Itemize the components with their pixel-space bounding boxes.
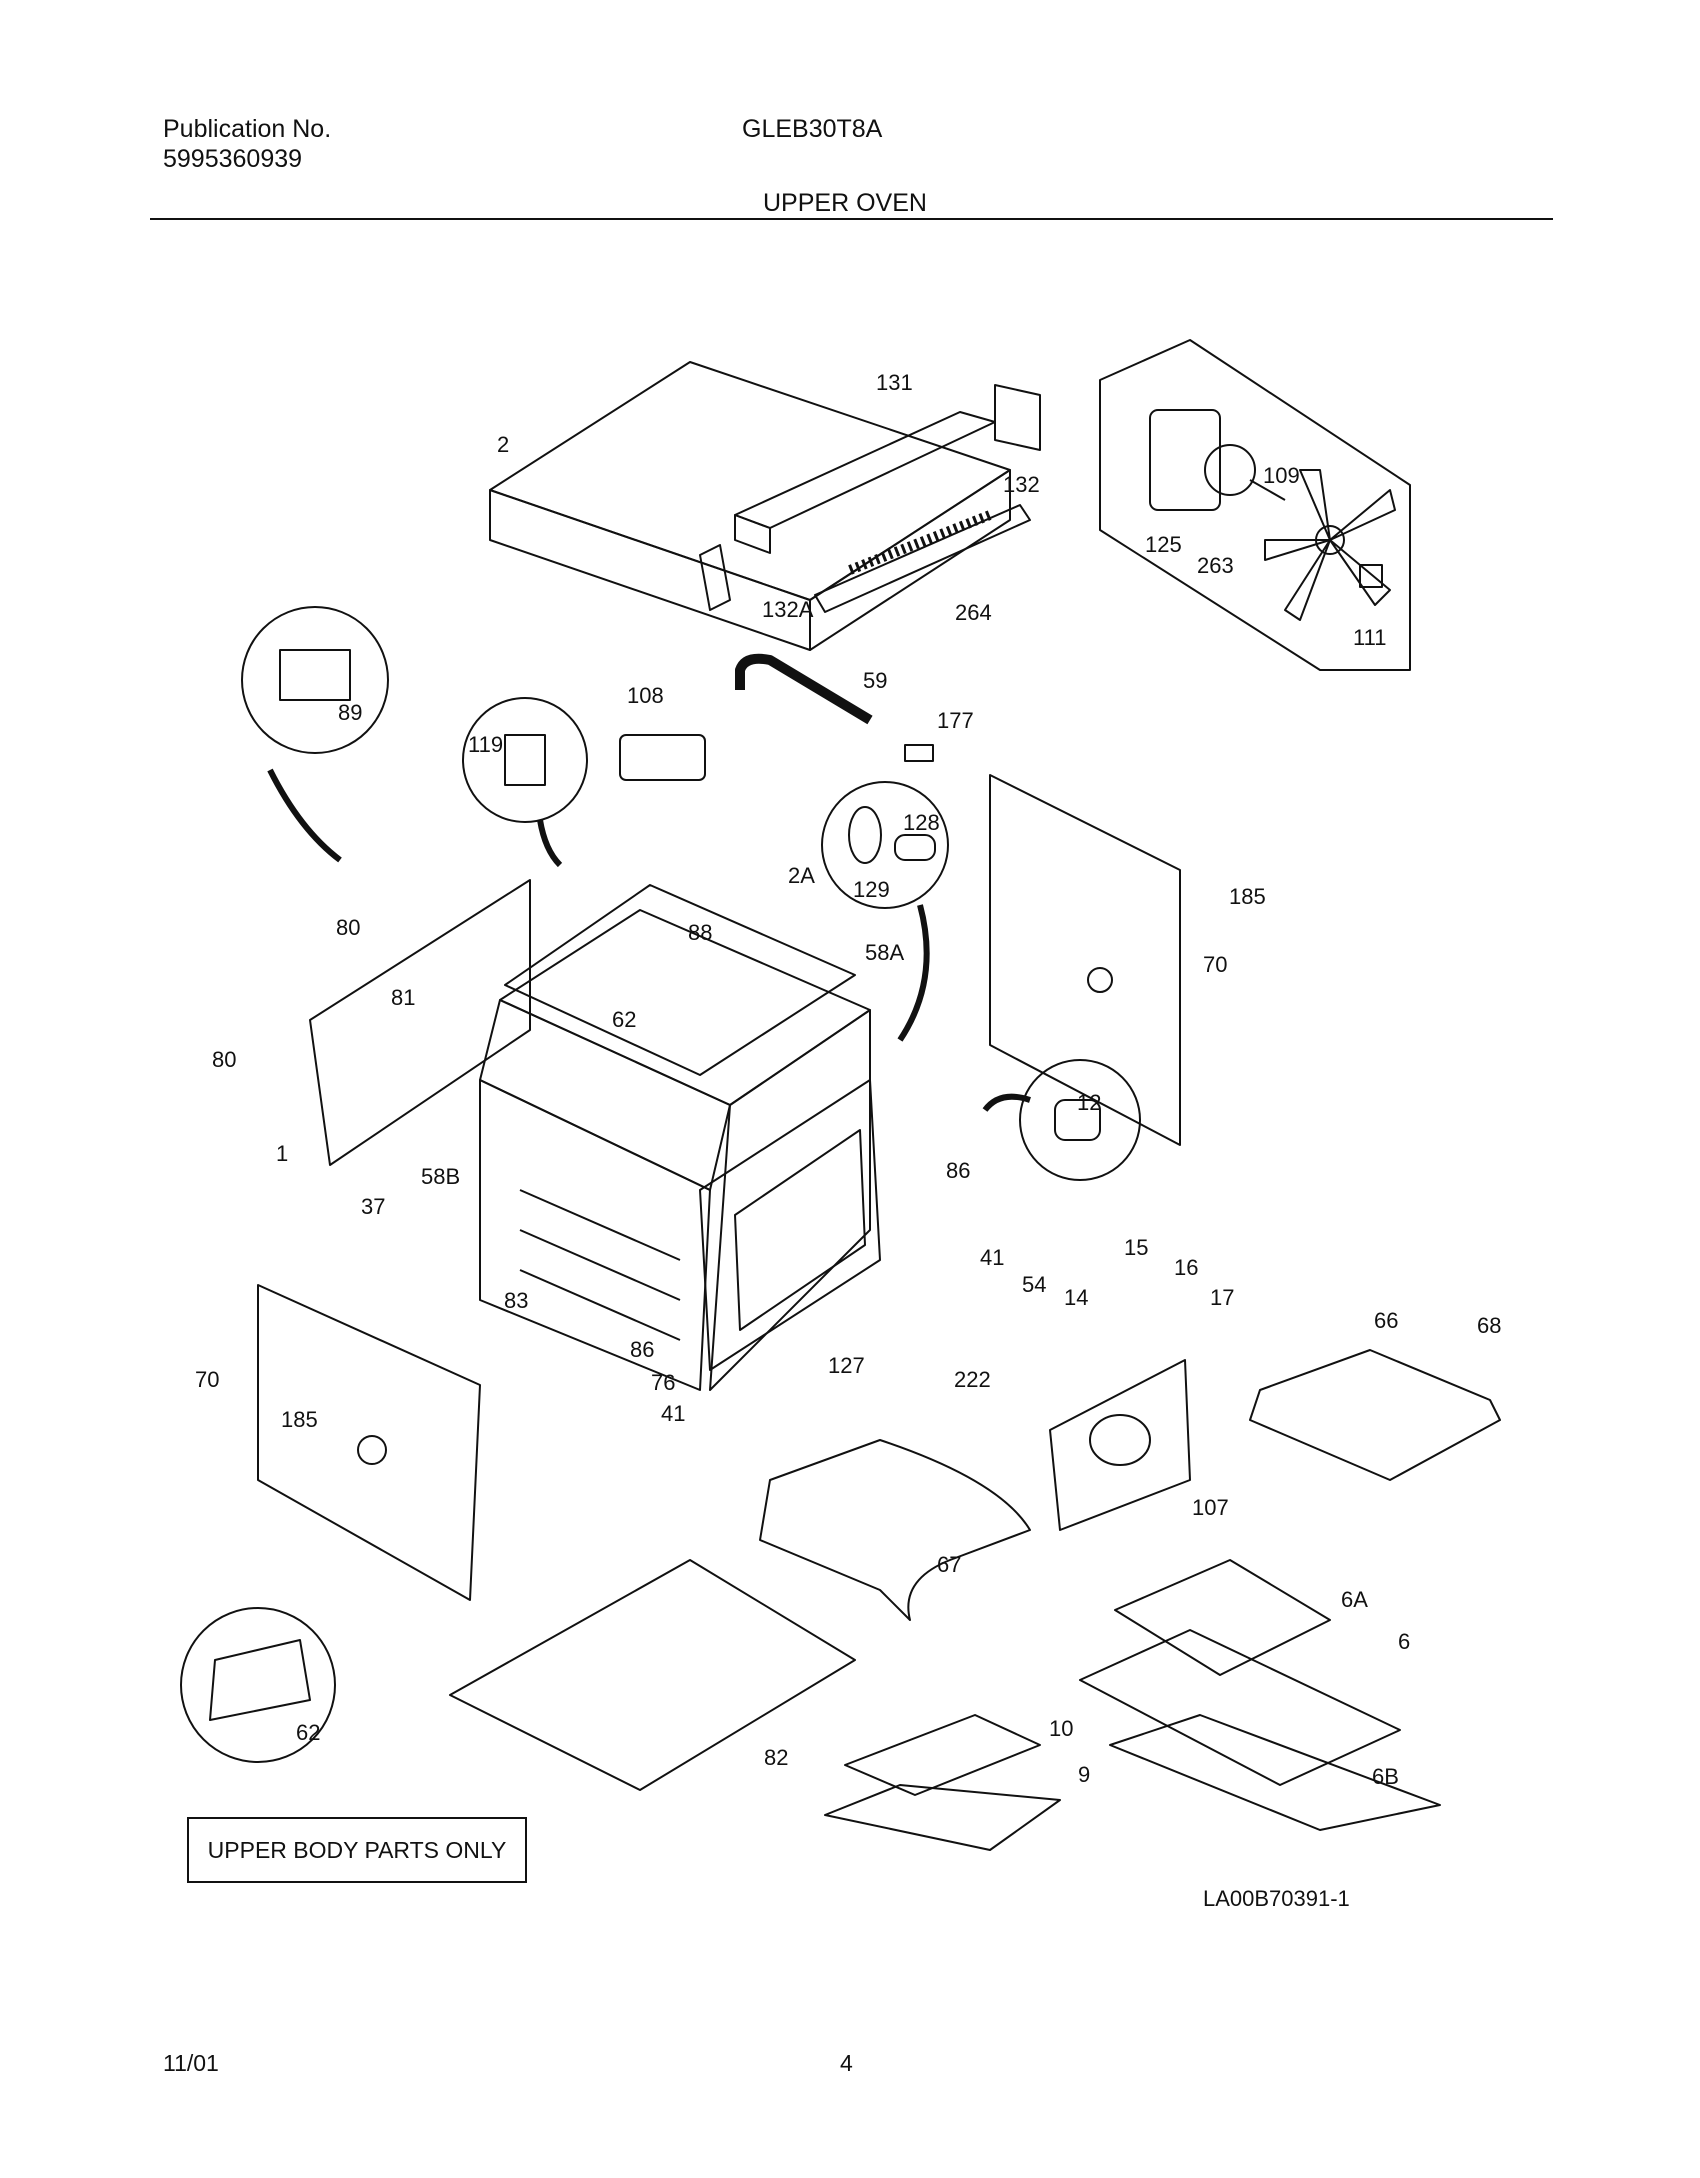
- callout-label: 9: [1078, 1762, 1090, 1787]
- callout-label: 222: [954, 1367, 991, 1392]
- top-panel-part: [504, 884, 856, 1076]
- callout-label: 86: [630, 1337, 654, 1362]
- model-number: GLEB30T8A: [742, 115, 883, 143]
- inset-circle-128: [821, 781, 949, 909]
- inset-circle-62: [180, 1607, 336, 1763]
- callout-label: 86: [946, 1158, 970, 1183]
- callout-label: 76: [651, 1370, 675, 1395]
- bracket-part: [699, 544, 731, 611]
- callout-label: 89: [338, 700, 362, 725]
- callout-label: 81: [391, 985, 415, 1010]
- callout-label: 80: [336, 915, 360, 940]
- callout-label: 132A: [762, 597, 814, 622]
- inset-circle-119: [462, 697, 588, 823]
- convection-motor-part: [1149, 409, 1286, 511]
- callout-label: 185: [281, 1407, 318, 1432]
- bracket-part: [994, 384, 1041, 451]
- inset-circle-89: [241, 606, 389, 754]
- side-panel-part: [309, 879, 531, 1166]
- fan-inset-frame: [1099, 339, 1411, 671]
- rack-part: [1114, 1559, 1331, 1676]
- bottom-panel-part: [449, 1559, 856, 1791]
- callout-label: 83: [504, 1288, 528, 1313]
- insulation-panel-part: [257, 1284, 481, 1601]
- callout-label: 67: [937, 1552, 961, 1577]
- callout-label: 15: [1124, 1235, 1148, 1260]
- callout-label: 108: [627, 683, 664, 708]
- publication-label: Publication No.: [163, 115, 332, 143]
- callout-label: 185: [1229, 884, 1266, 909]
- bake-element-part: [759, 1439, 1031, 1621]
- callout-label: 125: [1145, 532, 1182, 557]
- header-rule: [150, 218, 1553, 220]
- callout-label: 70: [195, 1367, 219, 1392]
- publication-date: 11/01: [163, 2050, 219, 2076]
- callout-label: 70: [1203, 952, 1227, 977]
- callout-label: 80: [212, 1047, 236, 1072]
- arrow: [897, 904, 930, 1042]
- front-frame-part: [699, 1079, 881, 1371]
- vent-grille-part: [814, 504, 1031, 613]
- callout-label: 107: [1192, 1495, 1229, 1520]
- callout-label: 58A: [865, 940, 904, 965]
- callout-label: 68: [1477, 1313, 1501, 1338]
- callout-label: 54: [1022, 1272, 1046, 1297]
- callout-label: 59: [863, 668, 887, 693]
- callout-label: 6: [1398, 1629, 1410, 1654]
- upper-body-note: UPPER BODY PARTS ONLY: [187, 1817, 527, 1883]
- arrow: [537, 819, 563, 868]
- inset-circle-12: [1019, 1059, 1141, 1181]
- callout-labels: 2 131 132 132A 264 125 109 263 111 89 11…: [195, 370, 1501, 1789]
- callout-label: 37: [361, 1194, 385, 1219]
- callout-label: 1: [276, 1141, 288, 1166]
- arrow: [982, 1093, 1031, 1112]
- callout-label: 111: [1353, 625, 1386, 650]
- broiler-grid-part: [844, 1714, 1041, 1796]
- callout-label: 132: [1003, 472, 1040, 497]
- callout-label: 10: [1049, 1716, 1073, 1741]
- callout-label: 58B: [421, 1164, 460, 1189]
- section-title: UPPER OVEN: [763, 189, 927, 217]
- callout-label: 2: [497, 432, 509, 457]
- callout-label: 263: [1197, 553, 1234, 578]
- callout-label: 41: [661, 1401, 685, 1426]
- insulation-panel-part: [989, 774, 1181, 1146]
- callout-label: 62: [296, 1720, 320, 1745]
- callout-label: 16: [1174, 1255, 1198, 1280]
- callout-label: 264: [955, 600, 992, 625]
- broiler-pan-part: [824, 1784, 1061, 1851]
- callout-label: 66: [1374, 1308, 1398, 1333]
- callout-label: 17: [1210, 1285, 1234, 1310]
- publication-number: 5995360939: [163, 145, 303, 173]
- broil-element-part: [1249, 1349, 1501, 1481]
- callout-label: 6B: [1372, 1764, 1399, 1789]
- callout-label: 82: [764, 1745, 788, 1770]
- callout-label: 88: [688, 920, 712, 945]
- rack-part: [1109, 1714, 1441, 1831]
- arrow: [267, 768, 342, 863]
- rack-part: [1079, 1629, 1401, 1786]
- oven-body-part: [479, 909, 871, 1391]
- page-number: 4: [840, 2050, 853, 2076]
- callout-label: 2A: [788, 863, 815, 888]
- callout-label: 62: [612, 1007, 636, 1032]
- callout-label: 119: [468, 732, 503, 757]
- tube-part: [735, 653, 873, 725]
- top-cover-part: [489, 361, 1011, 651]
- callout-label: 109: [1263, 463, 1300, 488]
- callout-label: 128: [903, 810, 940, 835]
- callout-label: 14: [1064, 1285, 1088, 1310]
- callout-label: 129: [853, 877, 890, 902]
- drawing-code: LA00B70391-1: [1203, 1886, 1350, 1911]
- fan-blade-part: [1264, 469, 1396, 621]
- callout-label: 12: [1077, 1090, 1101, 1115]
- callout-label: 6A: [1341, 1587, 1368, 1612]
- rear-cover-part: [1049, 1359, 1191, 1531]
- callout-label: 41: [980, 1245, 1004, 1270]
- callout-label: 177: [937, 708, 974, 733]
- callout-label: 127: [828, 1353, 865, 1378]
- element-part: [619, 734, 706, 781]
- callout-label: 131: [876, 370, 913, 395]
